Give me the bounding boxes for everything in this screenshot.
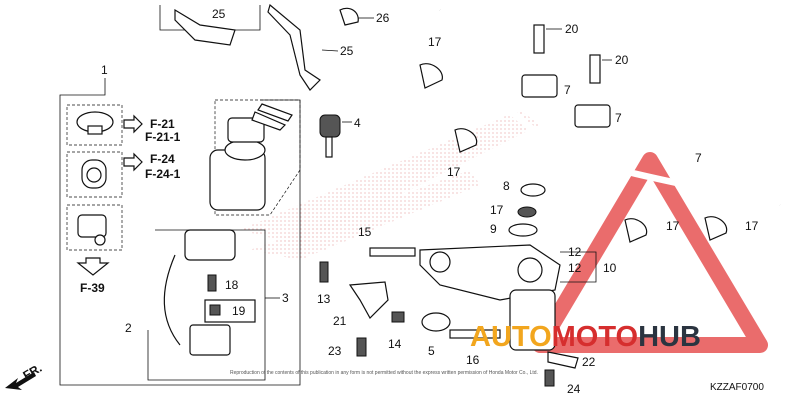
callout-14: 14 xyxy=(388,337,402,351)
callout-16: 17 xyxy=(490,203,504,217)
callout-22: 22 xyxy=(582,355,596,369)
ref-box-1: F-21 F-21-1 xyxy=(66,104,181,146)
callout-7-a: 7 xyxy=(564,83,571,97)
callout-20-a: 20 xyxy=(565,22,579,36)
callout-26: 26 xyxy=(376,11,390,25)
part-4-key: 4 xyxy=(319,114,361,158)
callout-25-a: 23 xyxy=(328,344,342,358)
callout-1: 1 xyxy=(101,63,108,77)
callout-5: 5 xyxy=(428,344,435,358)
callout-8: 8 xyxy=(503,179,510,193)
callout-23: 25 xyxy=(340,44,354,58)
callout-19: 19 xyxy=(232,304,246,318)
top-bridge: 12 12 10 xyxy=(419,244,617,351)
callout-15-a: 15 xyxy=(358,225,372,239)
upper-holders: 20 7 20 7 xyxy=(521,22,629,128)
honda-wing-background xyxy=(240,110,540,260)
callout-4: 4 xyxy=(354,116,361,130)
callout-25-b: 24 xyxy=(567,382,581,396)
callout-2: 2 xyxy=(125,321,132,335)
callout-7-b: 7 xyxy=(615,111,622,125)
part-19: 19 xyxy=(204,299,256,323)
part-18: 18 xyxy=(207,274,239,292)
callout-17-c: 17 xyxy=(666,219,680,233)
callout-13: 13 xyxy=(317,292,331,306)
ignition-switch xyxy=(209,99,301,216)
bolts-15: 15 16 xyxy=(358,225,501,367)
svg-text:AUTOMOTOHUB: AUTOMOTOHUB xyxy=(470,321,701,353)
lower-parts: 13 21 14 5 23 22 24 xyxy=(317,261,596,396)
callout-12-b: 12 xyxy=(568,261,582,275)
watermark-moto: MOTO xyxy=(552,321,638,353)
watermark-hub: HUB xyxy=(638,321,701,353)
callout-6: 7 xyxy=(695,151,702,165)
ref-f21: F-21 xyxy=(150,117,175,131)
ref-f21-1: F-21-1 xyxy=(145,130,181,144)
part-23: 25 xyxy=(267,3,354,91)
watermark-text: AUTOMOTOHUB xyxy=(470,321,701,353)
ref-box-3: F-39 xyxy=(66,204,123,295)
callout-3: 3 xyxy=(282,291,289,305)
ref-f24: F-24 xyxy=(150,152,175,166)
callout-17-d: 17 xyxy=(745,219,759,233)
part-26: 26 xyxy=(339,7,390,26)
clamps-17: 17 17 17 17 xyxy=(419,35,759,243)
handlebar: 7 xyxy=(437,7,781,209)
watermark-triangle xyxy=(532,152,768,353)
callout-10: 10 xyxy=(603,261,617,275)
ref-f39: F-39 xyxy=(80,281,105,295)
footer-note: Reproduction of the contents of this pub… xyxy=(230,370,538,376)
callout-20-b: 20 xyxy=(615,53,629,67)
harness-frame: 2 3 xyxy=(125,229,289,381)
ref-box-2: F-24 F-24-1 xyxy=(66,151,181,198)
washers: 8 17 9 xyxy=(490,179,546,237)
callout-15-b: 16 xyxy=(466,353,480,367)
diagram-code: KZZAF0700 xyxy=(710,382,764,393)
callout-21: 21 xyxy=(333,314,347,328)
callout-24: 25 xyxy=(212,7,226,21)
callout-9: 9 xyxy=(490,222,497,236)
watermark-auto: AUTO xyxy=(470,321,552,353)
callout-17-a: 17 xyxy=(428,35,442,49)
callout-17-b: 17 xyxy=(447,165,461,179)
part-24: 25 xyxy=(159,5,261,46)
ref-f24-1: F-24-1 xyxy=(145,167,181,181)
callout-18: 18 xyxy=(225,278,239,292)
front-arrow: FR. xyxy=(5,361,44,390)
